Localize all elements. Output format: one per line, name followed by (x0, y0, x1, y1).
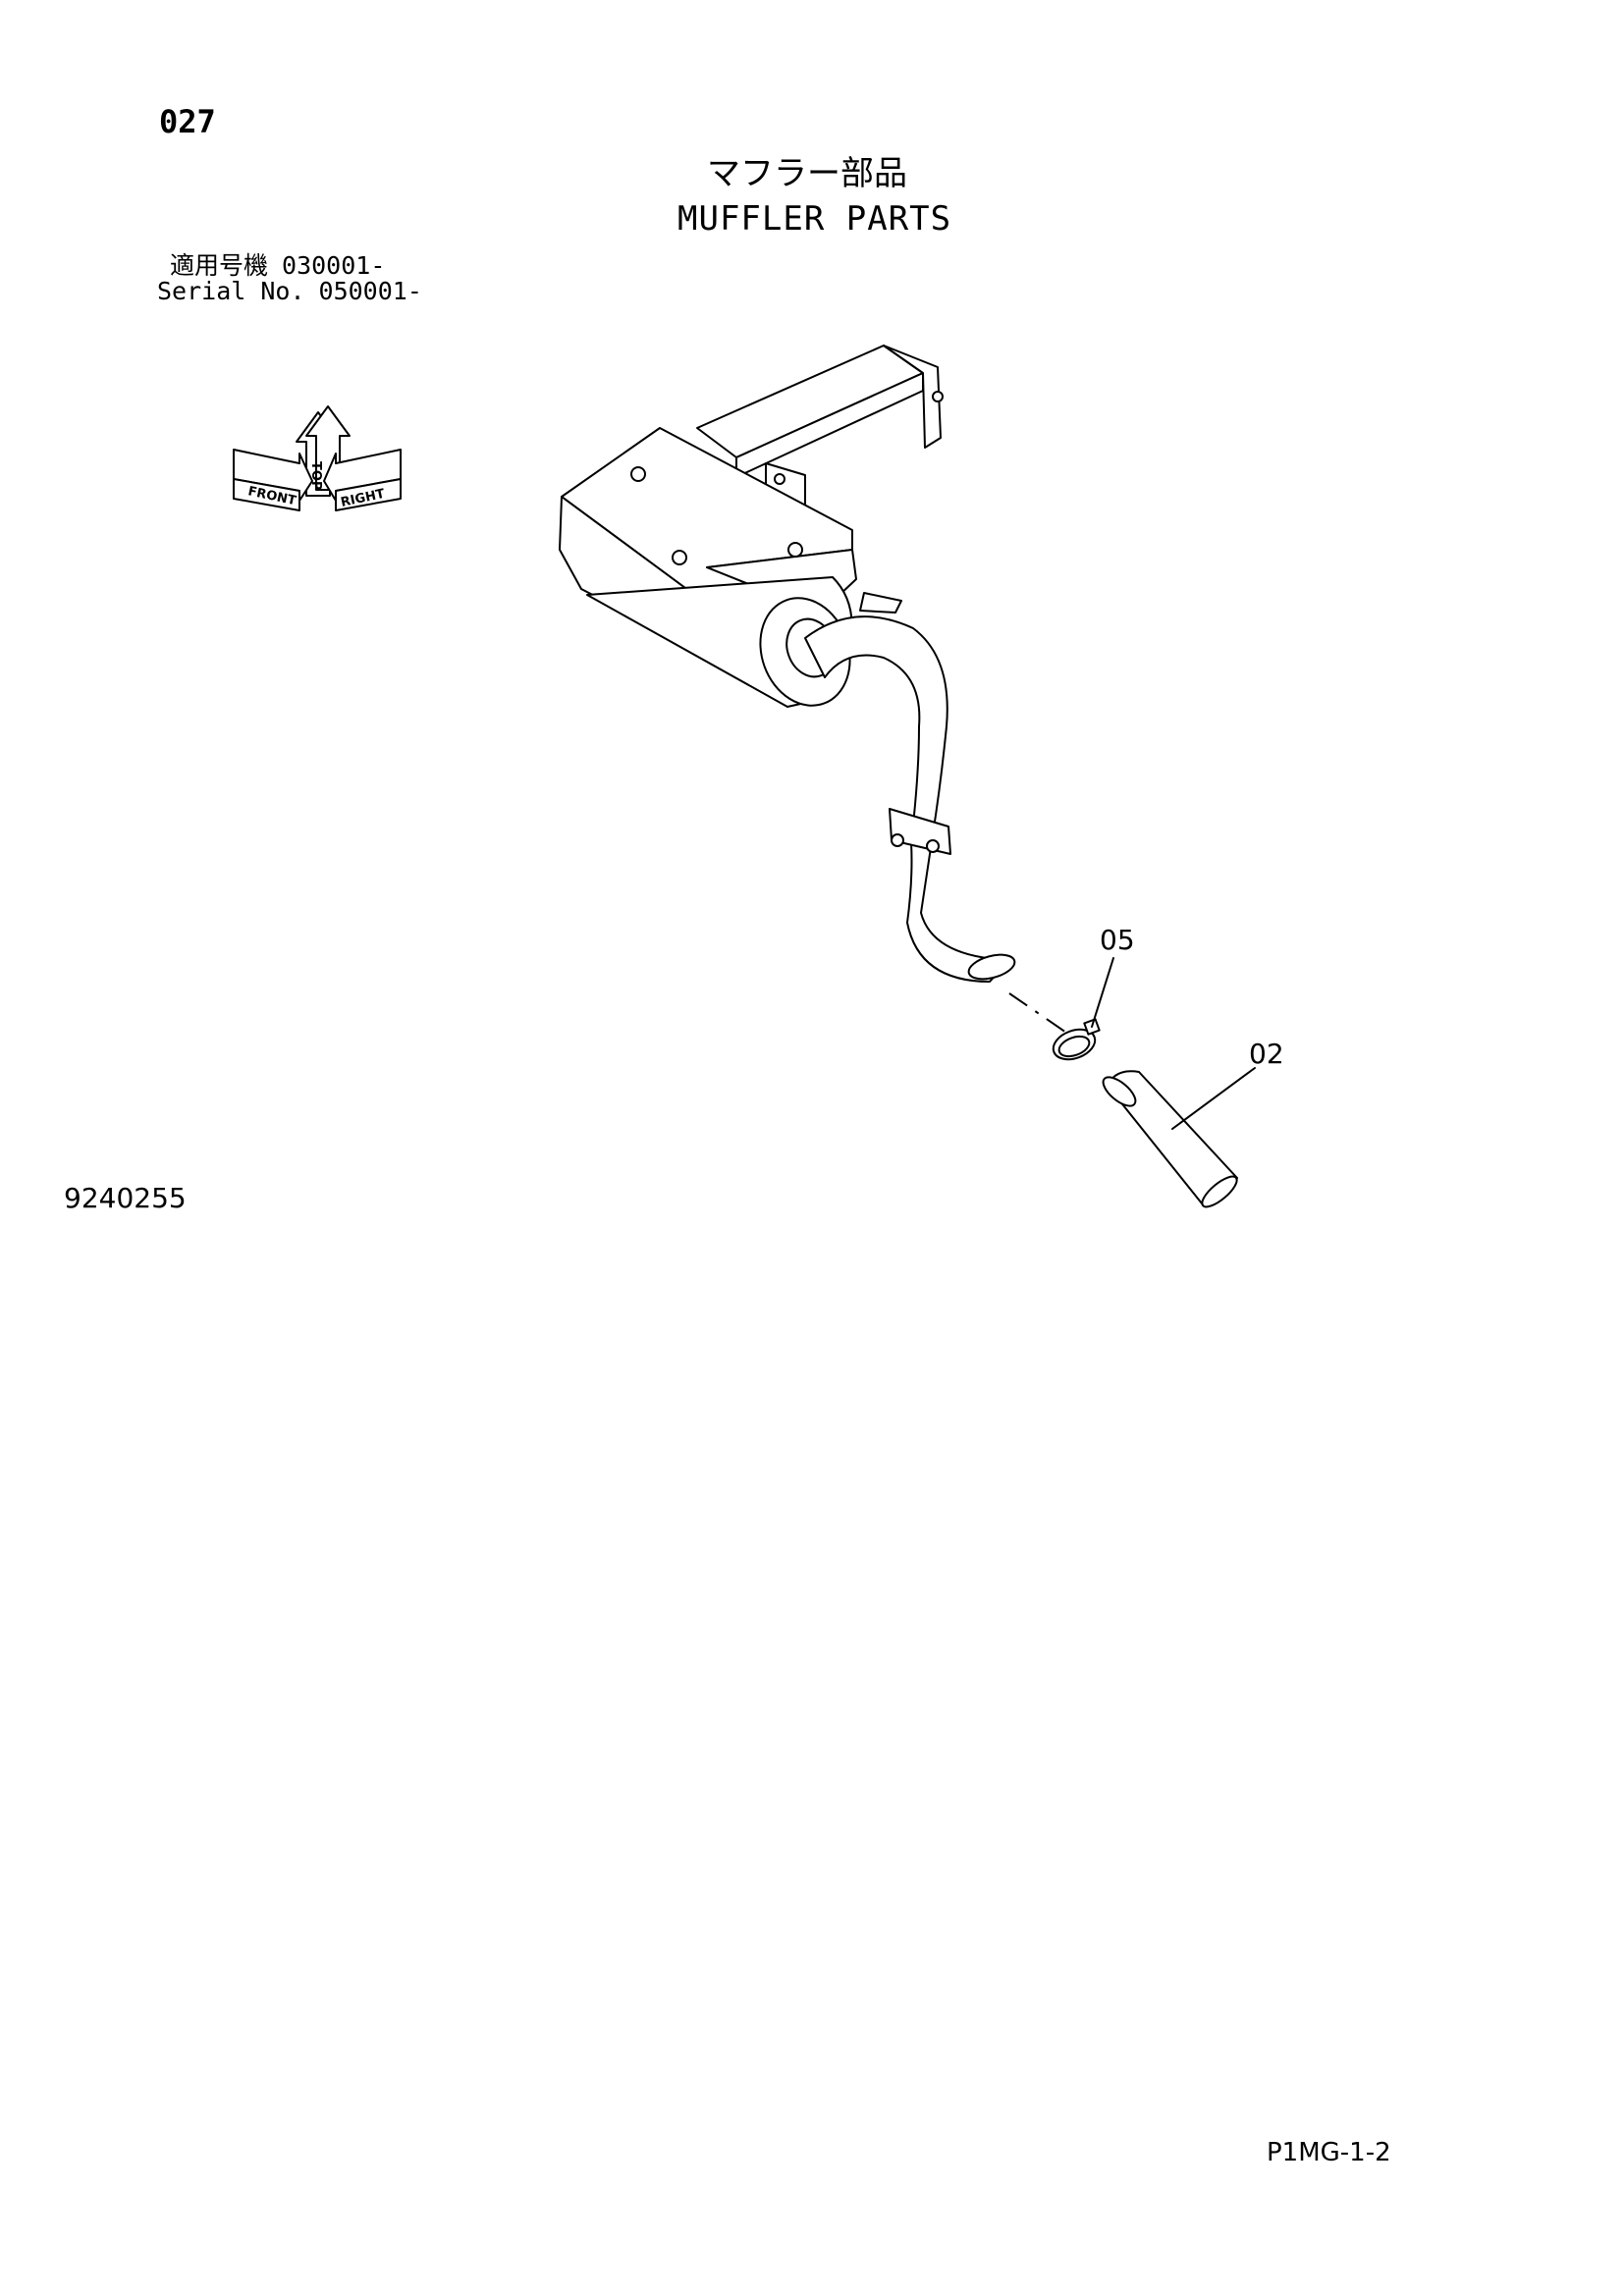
bracket-leg (884, 346, 941, 448)
title-english: MUFFLER PARTS (677, 199, 952, 239)
pipe-clamp-bolt-left (892, 834, 903, 846)
pipe-clamp-bolt-right (927, 840, 939, 852)
exhaust-pipe-lower (907, 834, 1009, 982)
title-japanese: マフラー部品 (707, 154, 907, 193)
compass-top-label: TOP (308, 461, 323, 490)
page-number: 027 (159, 103, 216, 140)
callout-02-leader (1172, 1068, 1255, 1129)
clamp-band-inner (1056, 1033, 1092, 1060)
serial-range-jp: 適用号機 030001- (170, 253, 385, 278)
orientation-compass-icon: TOP FRONT RIGHT (234, 406, 401, 510)
bracket-clamp-bolt (775, 474, 785, 484)
muffler-strap (860, 593, 901, 613)
exhaust-pipe-upper (805, 616, 947, 842)
callout-02: 02 (1249, 1038, 1284, 1070)
assembly-line (1009, 993, 1072, 1037)
bracket-bolt (933, 392, 943, 401)
shield-bolt-3 (788, 543, 802, 557)
serial-range-en: Serial No. 050001- (157, 279, 422, 303)
figure-number: 9240255 (64, 1182, 187, 1214)
compass-right-arrow-face (336, 479, 401, 510)
exhaust-pipe-outlet (966, 950, 1017, 984)
exhaust-pipe (805, 616, 1017, 984)
compass-front-arrow-face (234, 479, 299, 510)
shield-bolt-2 (673, 551, 686, 564)
callout-05: 05 (1100, 924, 1135, 956)
serial-jp-value: 030001- (282, 251, 386, 280)
serial-jp-label: 適用号機 (170, 251, 269, 280)
part-02-tail-pipe (1099, 1071, 1241, 1211)
tail-pipe-inlet (1099, 1072, 1140, 1111)
callout-05-leader (1092, 958, 1113, 1027)
tail-pipe-outlet (1198, 1172, 1241, 1212)
serial-en-value: 050001- (318, 277, 422, 305)
shield-bolt-1 (631, 467, 645, 481)
serial-en-label: Serial No. (157, 277, 305, 305)
page-code: P1MG-1-2 (1267, 2138, 1391, 2167)
